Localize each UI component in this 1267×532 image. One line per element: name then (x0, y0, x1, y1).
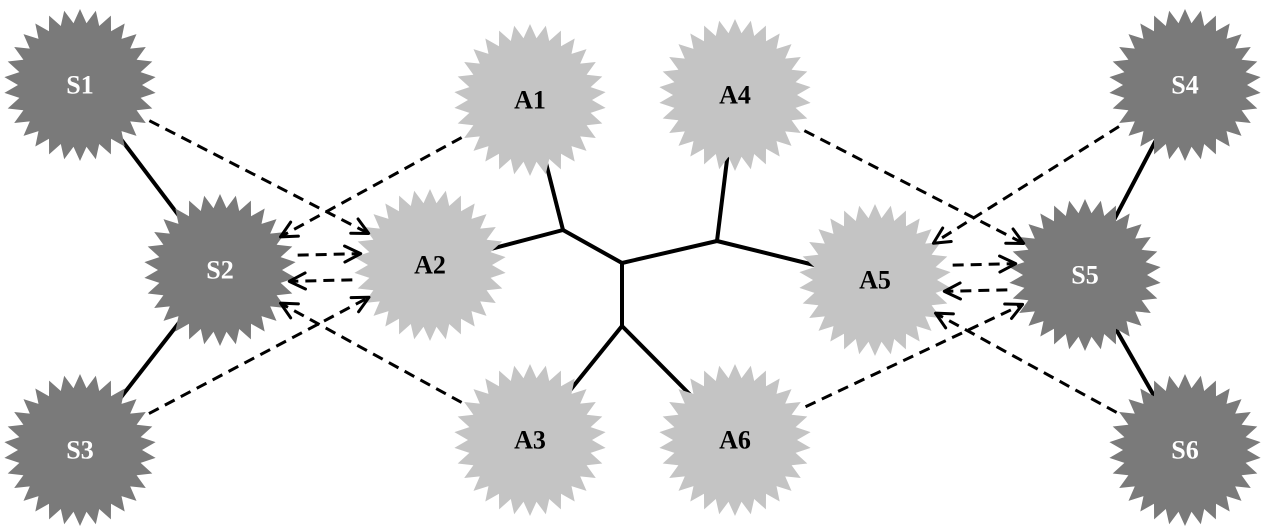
node-label-a2: A2 (414, 251, 446, 280)
starburst-s4 (1109, 9, 1261, 161)
tree-edge-a2-a1-a2-junction (486, 228, 565, 252)
node-label-s4: S4 (1171, 71, 1198, 100)
node-label-a6: A6 (719, 426, 751, 455)
starburst-s3 (4, 374, 156, 526)
dashed-arrow-a2-to-s2 (287, 271, 353, 291)
tree-edge-a4-a4-a5-junction (715, 152, 730, 243)
tree-edge-a3-a3-a6-junction (565, 324, 624, 396)
node-s3: S3 (4, 374, 156, 526)
node-label-a5: A5 (859, 266, 891, 295)
solid-link-s6-s5 (1113, 326, 1157, 399)
starburst-a6 (659, 364, 811, 516)
tree-edge-a6-a3-a6-junction (620, 324, 695, 400)
dashed-arrow-s2-to-a2 (297, 244, 363, 264)
starburst-s2 (144, 194, 296, 346)
solid-link-s4-s5 (1111, 137, 1159, 223)
node-label-a4: A4 (719, 81, 751, 110)
starburst-s6 (1109, 374, 1261, 526)
tree-edge-center-junction-a4-a5-junction (620, 239, 719, 265)
node-a3: A3 (454, 364, 606, 516)
tree-links-layer (486, 152, 819, 400)
dashed-arrow-s1-to-a2 (148, 119, 371, 235)
node-a5: A5 (799, 204, 951, 356)
dashed-arrow-a4-to-s5 (803, 129, 1026, 245)
node-label-s3: S3 (66, 436, 93, 465)
node-label-s2: S2 (206, 256, 233, 285)
dashed-arrow-a1-to-s2 (279, 136, 463, 239)
node-label-s6: S6 (1171, 436, 1198, 465)
dashed-arrow-s4-to-a5 (931, 125, 1120, 245)
dashed-arrow-a5-to-s5 (952, 254, 1018, 274)
node-s2: S2 (144, 194, 296, 346)
node-a2: A2 (354, 189, 506, 341)
node-a4: A4 (659, 19, 811, 171)
dashed-arrow-a6-to-s5 (804, 302, 1025, 409)
node-s5: S5 (1009, 199, 1161, 351)
starburst-a5 (799, 204, 951, 356)
solid-link-s3-s2 (115, 316, 185, 404)
node-s1: S1 (4, 9, 156, 161)
starburst-a2 (354, 189, 506, 341)
dashed-arrow-s5-to-a5 (942, 281, 1008, 301)
dashed-arrow-s3-to-a2 (148, 295, 371, 415)
tree-edge-a5-a4-a5-junction (715, 239, 819, 268)
dashed-arrow-a3-to-s2 (279, 301, 463, 404)
tree-edge-a1-a2-junction-center-junction (561, 228, 624, 265)
node-s6: S6 (1109, 374, 1261, 526)
tree-edge-a1-a1-a2-junction (542, 156, 565, 232)
node-s4: S4 (1109, 9, 1261, 161)
solid-link-s1-s2 (114, 131, 186, 224)
node-a1: A1 (454, 24, 606, 176)
dashed-arrow-s6-to-a5 (934, 311, 1118, 414)
node-label-a3: A3 (514, 426, 546, 455)
solid-links-layer (114, 131, 1159, 404)
node-a6: A6 (659, 364, 811, 516)
starburst-a1 (454, 24, 606, 176)
starburst-s1 (4, 9, 156, 161)
starburst-a4 (659, 19, 811, 171)
starburst-a3 (454, 364, 606, 516)
node-label-a1: A1 (514, 86, 546, 115)
starburst-s5 (1009, 199, 1161, 351)
node-label-s5: S5 (1071, 261, 1098, 290)
node-label-s1: S1 (66, 71, 93, 100)
dashed-arrows-layer (148, 119, 1120, 415)
